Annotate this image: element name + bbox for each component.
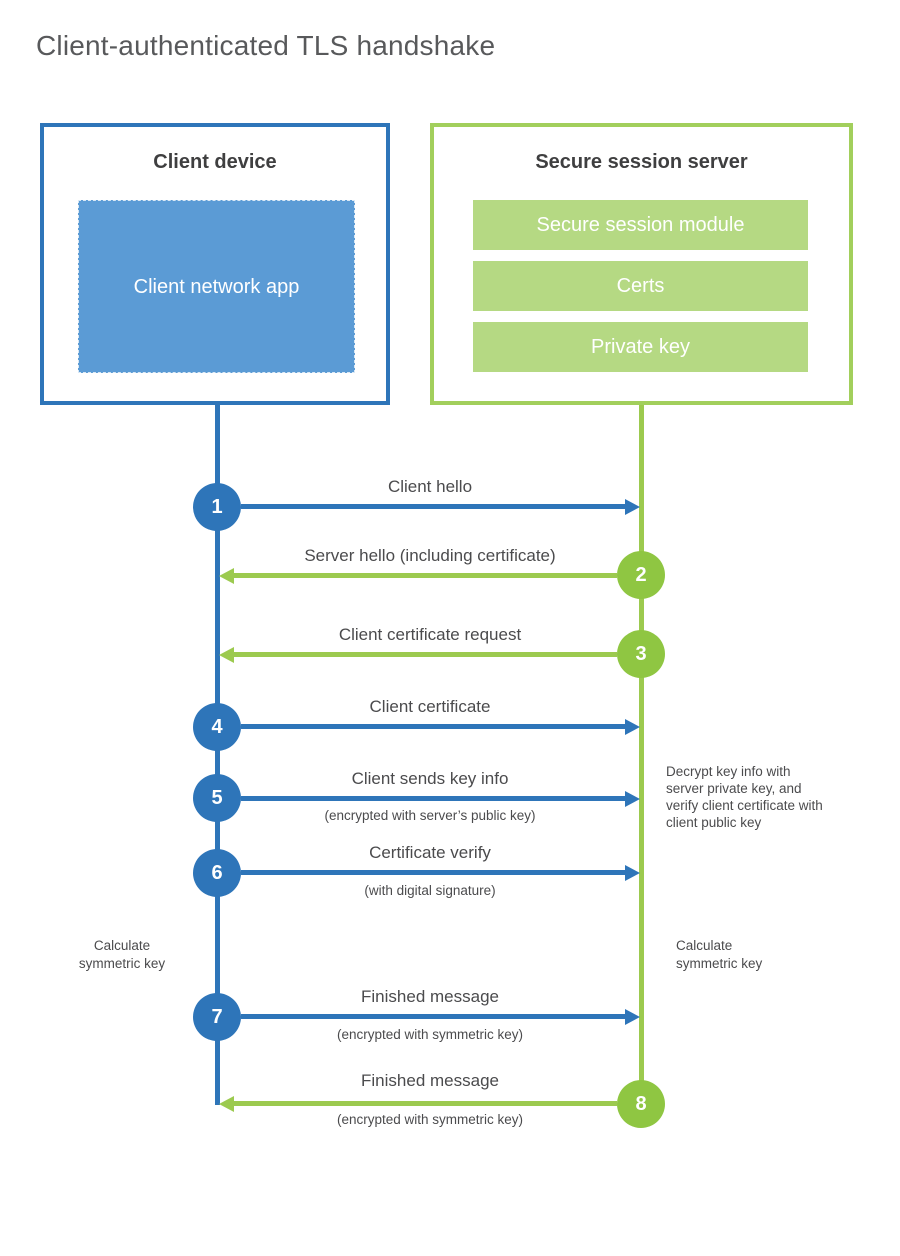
step-circle: 8 bbox=[617, 1080, 665, 1128]
step-number: 5 bbox=[211, 786, 223, 809]
calculate-symmetric-key-right: Calculate symmetric key bbox=[676, 938, 763, 971]
step-circle: 5 bbox=[193, 774, 241, 822]
arrowhead-right-icon bbox=[625, 791, 640, 807]
message-label: Client hello bbox=[387, 477, 473, 496]
step-circle: 4 bbox=[193, 703, 241, 751]
message-label: Finished message bbox=[361, 1071, 499, 1090]
message-arrow bbox=[241, 499, 640, 515]
arrowhead-right-icon bbox=[625, 865, 640, 881]
page-title: Client-authenticated TLS handshake bbox=[36, 30, 496, 61]
arrowhead-right-icon bbox=[625, 499, 640, 515]
arrowhead-left-icon bbox=[219, 568, 234, 584]
step-circle: 7 bbox=[193, 993, 241, 1041]
step-number: 7 bbox=[211, 1005, 223, 1028]
server-module-bar: Secure session module bbox=[473, 200, 808, 250]
message-label: Client certificate request bbox=[338, 625, 522, 644]
message-arrow bbox=[241, 865, 640, 881]
server-lifeline bbox=[639, 405, 644, 1105]
step-circle: 1 bbox=[193, 483, 241, 531]
client-device-box: Client device Client network app bbox=[40, 123, 390, 405]
message-arrow bbox=[241, 1009, 640, 1025]
step-number: 3 bbox=[635, 642, 647, 665]
message-label: Finished message bbox=[361, 987, 499, 1006]
arrowhead-left-icon bbox=[219, 1096, 234, 1112]
secure-session-server-title: Secure session server bbox=[535, 151, 748, 173]
message-arrow bbox=[219, 568, 617, 584]
message-arrow bbox=[241, 791, 640, 807]
message-sublabel: (encrypted with symmetric key) bbox=[336, 1112, 524, 1127]
message-label: Certificate verify bbox=[369, 843, 491, 862]
client-lifeline bbox=[215, 405, 220, 1105]
calculate-symmetric-key-left: Calculate symmetric key bbox=[78, 938, 166, 971]
server-module-bar: Certs bbox=[473, 261, 808, 311]
arrowhead-right-icon bbox=[625, 719, 640, 735]
step-number: 1 bbox=[211, 495, 223, 518]
step-number: 6 bbox=[211, 861, 223, 884]
message-label: Client certificate bbox=[369, 697, 491, 716]
step-circle: 6 bbox=[193, 849, 241, 897]
message-arrow bbox=[219, 647, 617, 663]
step-number: 8 bbox=[635, 1092, 647, 1115]
message-label: Client sends key info bbox=[351, 769, 509, 788]
client-network-app-box: Client network app bbox=[78, 200, 355, 373]
message-sublabel: (encrypted with server’s public key) bbox=[324, 808, 536, 823]
message-arrow bbox=[219, 1096, 617, 1112]
step-circle: 2 bbox=[617, 551, 665, 599]
step-number: 4 bbox=[211, 715, 223, 738]
client-device-title: Client device bbox=[153, 151, 277, 173]
client-network-app-label: Client network app bbox=[133, 275, 300, 298]
message-sublabel: (encrypted with symmetric key) bbox=[336, 1027, 524, 1042]
secure-session-server-box: Secure session server Secure session mod… bbox=[430, 123, 853, 405]
message-label: Server hello (including certificate) bbox=[304, 546, 556, 565]
step-number: 2 bbox=[635, 563, 647, 586]
decrypt-note: Decrypt key info with server private key… bbox=[666, 764, 823, 830]
step-circle: 3 bbox=[617, 630, 665, 678]
server-module-bar: Private key bbox=[473, 322, 808, 372]
arrowhead-right-icon bbox=[625, 1009, 640, 1025]
arrowhead-left-icon bbox=[219, 647, 234, 663]
message-sublabel: (with digital signature) bbox=[364, 883, 496, 898]
message-arrow bbox=[241, 719, 640, 735]
